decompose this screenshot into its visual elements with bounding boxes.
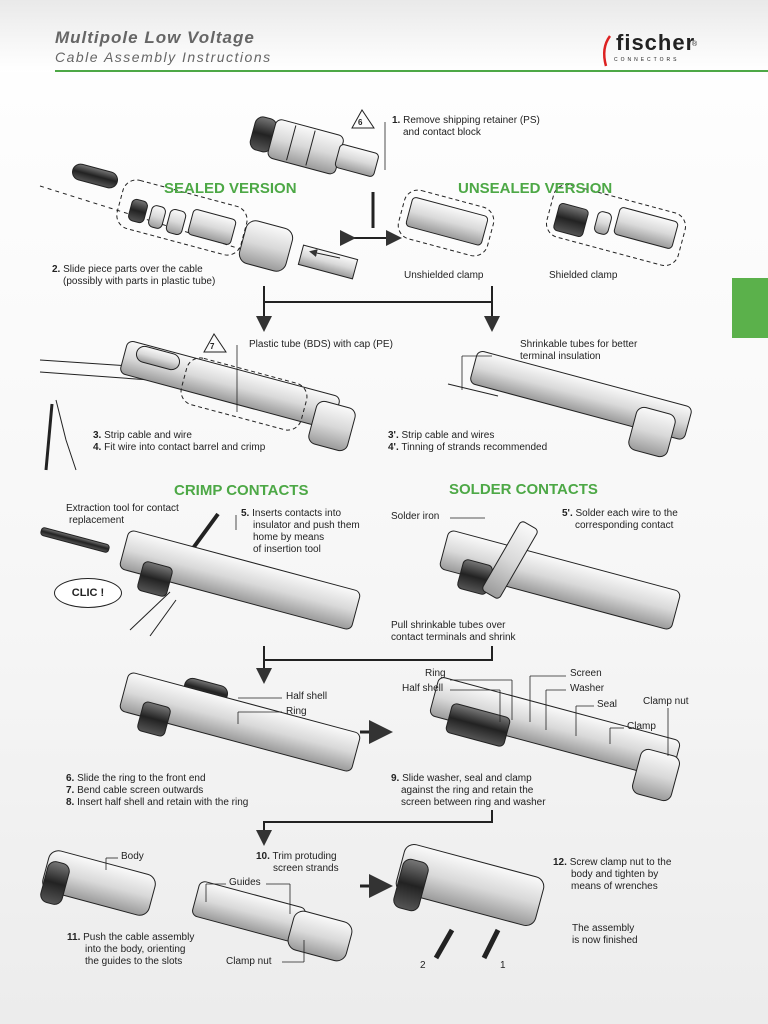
step-3p-4p-text: 3'. Strip cable and wires 4'. Tinning of… xyxy=(388,430,548,453)
label-washer: Washer xyxy=(570,683,605,694)
clic-callout: CLIC ! xyxy=(54,578,122,608)
brand-logo: fischer xyxy=(616,30,696,55)
step-6-8-text: 6. Slide the ring to the front end 7. Be… xyxy=(66,773,249,808)
section-sealed-version: SEALED VERSION xyxy=(164,180,297,197)
label-guides: Guides xyxy=(229,877,261,888)
section-unsealed-version: UNSEALED VERSION xyxy=(458,180,613,197)
label-shielded-clamp: Shielded clamp xyxy=(549,270,618,281)
label-half-shell: Half shell xyxy=(286,691,328,702)
step-12-text: 12. Screw clamp nut to the body and tigh… xyxy=(553,857,672,892)
page-header xyxy=(0,0,768,72)
recycle-mark-7: 7 xyxy=(210,342,215,351)
label-unshielded-clamp: Unshielded clamp xyxy=(404,270,484,281)
section-crimp-contacts: CRIMP CONTACTS xyxy=(174,482,309,499)
step-1-text: 1. Remove shipping retainer (PS) and con… xyxy=(392,115,540,138)
label-wrench-2: 2 xyxy=(420,960,426,971)
document-title: Multipole Low Voltage xyxy=(55,28,255,47)
step-2-text: 2. Slide piece parts over the cable (pos… xyxy=(52,264,216,287)
label-ring-2: Ring xyxy=(425,668,446,679)
side-section-tab xyxy=(732,278,768,338)
step-11-text: 11. Push the cable assembly into the bod… xyxy=(67,932,195,967)
label-clamp: Clamp xyxy=(627,721,656,732)
label-plastic-tube: Plastic tube (BDS) with cap (PE) xyxy=(249,339,393,350)
label-clamp-nut-2: Clamp nut xyxy=(226,956,272,967)
label-seal: Seal xyxy=(597,699,618,710)
step-3-4-text: 3. Strip cable and wire 4. Fit wire into… xyxy=(93,430,266,453)
section-solder-contacts: SOLDER CONTACTS xyxy=(449,481,598,498)
label-ring: Ring xyxy=(286,706,307,717)
brand-logo-subtitle: CONNECTORS xyxy=(614,57,680,63)
step-5-text: 5. Inserts contacts into insulator and p… xyxy=(241,508,360,555)
document-subtitle: Cable Assembly Instructions xyxy=(55,49,272,65)
step-10-text: 10. Trim protuding screen strands xyxy=(256,851,339,874)
label-screen: Screen xyxy=(570,668,602,679)
step-5p-text: 5'. Solder each wire to the correspondin… xyxy=(562,508,678,531)
header-divider xyxy=(55,70,768,72)
label-wrench-1: 1 xyxy=(500,960,506,971)
label-half-shell-2: Half shell xyxy=(402,683,444,694)
label-clamp-nut: Clamp nut xyxy=(643,696,689,707)
recycle-mark-6: 6 xyxy=(358,118,363,127)
step-9-text: 9. Slide washer, seal and clamp against … xyxy=(391,773,546,808)
label-body: Body xyxy=(121,851,144,862)
label-solder-iron: Solder iron xyxy=(391,511,440,522)
brand-registered-mark: ® xyxy=(692,41,698,48)
